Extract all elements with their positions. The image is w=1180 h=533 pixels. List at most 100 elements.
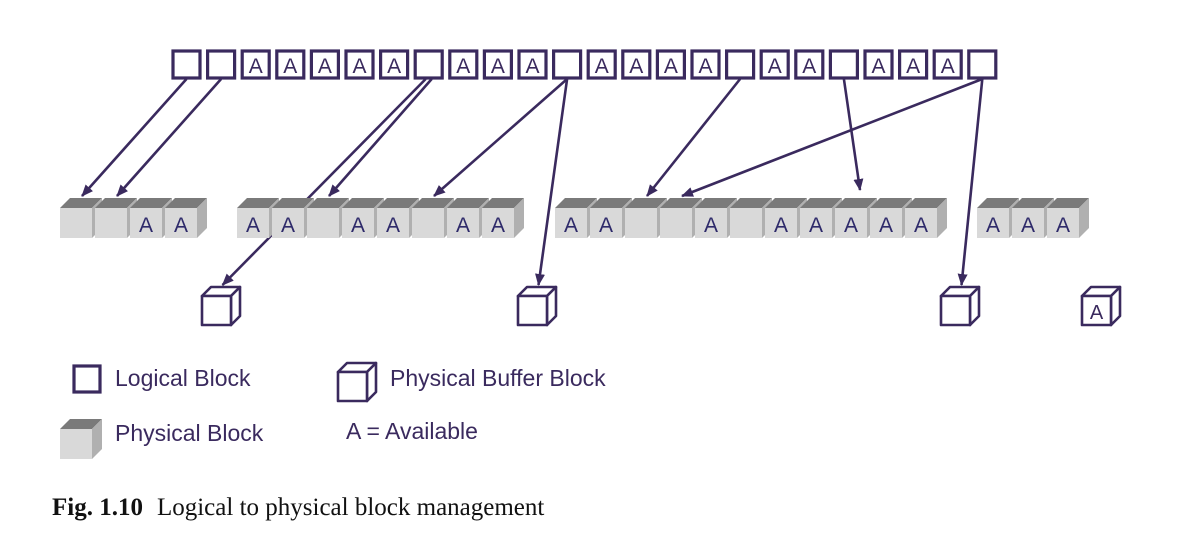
physical-block-label: A — [986, 214, 1000, 237]
logical-block: A — [517, 49, 548, 80]
physical-block — [60, 419, 102, 459]
physical-block-label: A — [174, 214, 188, 237]
logical-block: A — [759, 49, 790, 80]
physical-block-label: A — [879, 214, 893, 237]
logical-block-label: A — [595, 55, 609, 78]
figure-number: Fig. 1.10 — [52, 494, 143, 521]
logical-block-label: A — [352, 55, 366, 78]
logical-block — [206, 49, 237, 80]
physical-block-label: A — [1056, 214, 1070, 237]
logical-block: A — [482, 49, 513, 80]
physical-block-label: A — [704, 214, 718, 237]
physical-buffer-block-legend-icon — [336, 361, 378, 403]
logical-block: A — [655, 49, 687, 80]
logical-block-label: A — [629, 55, 643, 78]
physical-block-label: A — [564, 214, 578, 237]
legend-physical-block-label: Physical Block — [115, 420, 264, 446]
logical-block: A — [309, 49, 340, 80]
logical-block: A — [863, 49, 894, 80]
logical-block-label: A — [387, 55, 401, 78]
logical-block-label: A — [525, 55, 539, 78]
logical-block: A — [240, 49, 271, 80]
physical-block-label: A — [599, 214, 613, 237]
logical-block-label: A — [491, 55, 505, 78]
physical-block-label: A — [774, 214, 788, 237]
logical-block: A — [344, 49, 375, 80]
physical-block — [660, 198, 702, 238]
physical-block-label: A — [281, 214, 295, 237]
logical-block-label: A — [249, 55, 263, 78]
logical-block-label: A — [941, 55, 955, 78]
mapping-arrow — [681, 77, 983, 198]
physical-block: A — [482, 198, 524, 238]
physical-block: A — [765, 198, 807, 238]
logical-block-label: A — [802, 55, 816, 78]
figure-caption-text: Logical to physical block management — [156, 494, 545, 521]
logical-block — [828, 49, 860, 80]
physical-block: A — [905, 198, 947, 238]
logical-block: A — [379, 49, 410, 80]
buffer-block: A — [1080, 285, 1122, 327]
logical-block — [724, 49, 756, 80]
physical-block-label: A — [1021, 214, 1035, 237]
physical-block-label: A — [809, 214, 823, 237]
mapping-arrow — [957, 78, 984, 286]
legend: Logical Block Physical Buffer Block Phys… — [60, 361, 606, 459]
physical-block-label: A — [351, 214, 365, 237]
logical-block: A — [794, 49, 825, 80]
logical-block-label: A — [768, 55, 782, 78]
physical-block-label: A — [246, 214, 260, 237]
mapping-arrow — [116, 78, 223, 197]
physical-block-label: A — [386, 214, 400, 237]
logical-block — [171, 49, 202, 80]
logical-block: A — [448, 49, 479, 80]
physical-block-label: A — [491, 214, 505, 237]
buffer-block — [200, 285, 242, 327]
legend-logical-block-label: Logical Block — [115, 365, 251, 391]
logical-block-label: A — [318, 55, 332, 78]
logical-block-label: A — [664, 55, 678, 78]
legend-physical-buffer-block-label: Physical Buffer Block — [390, 365, 606, 391]
logical-block: A — [621, 49, 652, 80]
buffer-block — [939, 285, 981, 327]
physical-block-label: A — [139, 214, 153, 237]
mapping-arrow — [221, 78, 427, 286]
physical-block-legend-icon — [60, 419, 102, 459]
buffer-block-sample — [336, 361, 378, 403]
logical-block — [413, 49, 444, 80]
logical-block-label: A — [283, 55, 297, 78]
mapping-arrow — [842, 78, 864, 191]
mapping-arrow — [328, 78, 433, 197]
mapping-arrow — [433, 78, 568, 197]
logical-block: A — [690, 49, 721, 80]
logical-block: A — [275, 49, 306, 80]
logical-block-legend-icon — [72, 364, 102, 394]
mapping-arrow — [645, 78, 742, 197]
physical-block-label: A — [456, 214, 470, 237]
logical-block — [967, 49, 998, 80]
mapping-arrow — [81, 78, 188, 197]
mapping-arrows — [81, 77, 984, 286]
physical-block: A — [1047, 198, 1089, 238]
logical-block: A — [586, 49, 617, 80]
logical-block: A — [932, 49, 963, 80]
logical-block — [551, 49, 583, 80]
buffer-block — [516, 285, 558, 327]
physical-block — [60, 198, 102, 238]
logical-block-label: A — [906, 55, 920, 78]
mapping-arrow — [535, 78, 569, 286]
buffer-block-row: A — [200, 285, 1122, 327]
logical-block-label: A — [456, 55, 470, 78]
buffer-block-label: A — [1090, 302, 1104, 324]
logical-block: A — [897, 49, 929, 80]
figure-caption: Fig. 1.10 Logical to physical block manag… — [52, 494, 544, 522]
physical-block-label: A — [844, 214, 858, 237]
physical-block: A — [165, 198, 207, 238]
